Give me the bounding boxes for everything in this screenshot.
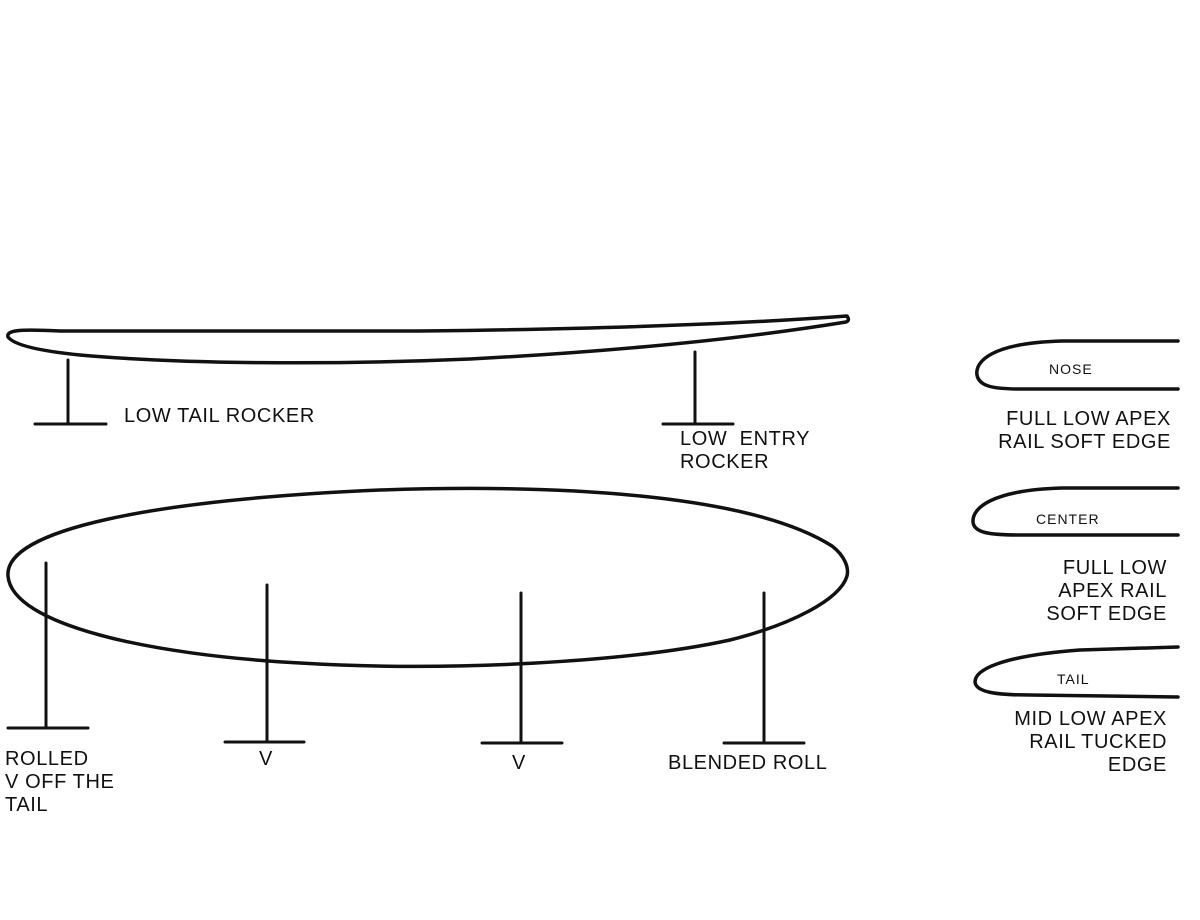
tail-section-label: TAIL [1057,671,1090,687]
tail-rocker-label: LOW TAIL ROCKER [124,405,315,427]
nose-rail-description: FULL LOW APEX RAIL SOFT EDGE [998,408,1171,453]
center-rail-profile [971,486,1180,537]
nose-section-label: NOSE [1049,361,1093,377]
center-rail-description: FULL LOW APEX RAIL SOFT EDGE [1046,557,1167,625]
tail-rail-profile [973,645,1180,699]
tail-rail-description: MID LOW APEX RAIL TUCKED EDGE [1014,708,1167,776]
center-section-label: CENTER [1036,511,1100,527]
v-2-label: V [512,752,526,774]
board-bottom-outline [6,486,850,669]
side-profile [6,314,851,426]
blended-roll-label: BLENDED ROLL [668,752,828,774]
entry-rocker-label: LOW ENTRY ROCKER [680,428,811,473]
nose-rail-profile [975,339,1180,391]
bottom-contour [6,486,850,745]
v-1-label: V [259,748,273,770]
rolled-v-label: ROLLED V OFF THE TAIL [5,748,115,816]
rail-sections [971,339,1180,699]
board-side-profile-outline [6,314,851,365]
